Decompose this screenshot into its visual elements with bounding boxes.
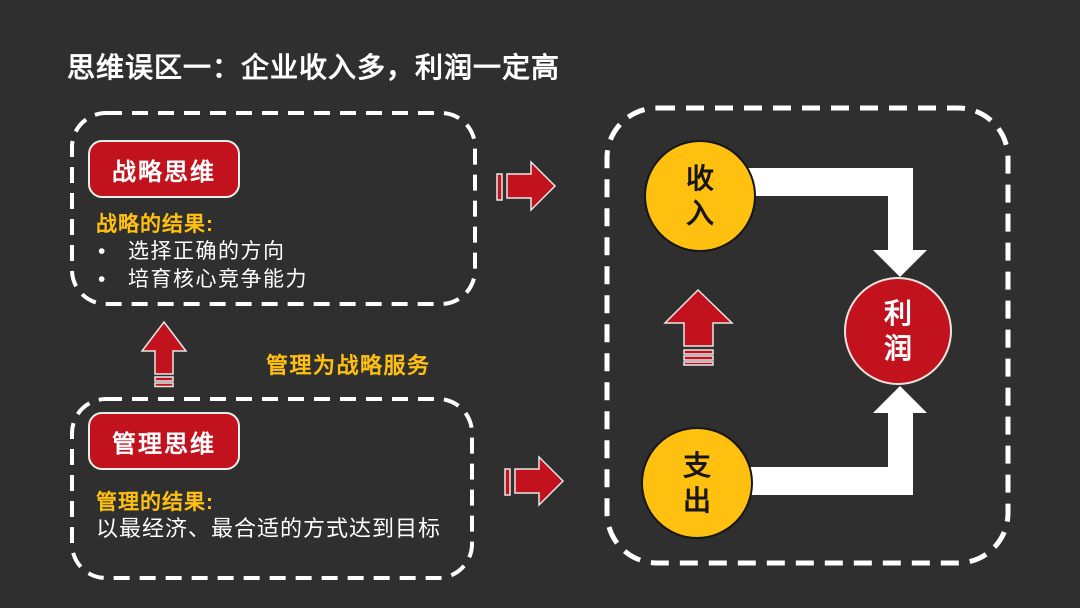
expense-label: 支出: [682, 450, 711, 516]
right-arrow-management-icon: [504, 455, 565, 507]
bullet-text: 培育核心竞争能力: [128, 268, 308, 291]
bullet-text: 选择正确的方向: [128, 240, 286, 263]
result-dashed-box: [604, 105, 1011, 566]
expense-circle-node: 支出: [641, 427, 753, 539]
management-dashed-box: [70, 397, 474, 580]
strategy-label: 战略思维: [112, 158, 216, 186]
bullet-icon: •: [98, 240, 107, 263]
list-item: • 选择正确的方向: [98, 238, 308, 266]
up-arrow-caption: 管理为战略服务: [266, 353, 431, 378]
strategy-bullet-list: • 选择正确的方向 • 培育核心竞争能力: [98, 238, 308, 294]
management-label-pill: 管理思维: [88, 412, 240, 470]
list-item: • 培育核心竞争能力: [98, 266, 308, 294]
elbow-arrow-income-to-profit-icon: [747, 168, 927, 277]
income-label: 收入: [685, 163, 714, 229]
elbow-arrow-expense-to-profit-icon: [750, 386, 927, 495]
profit-label: 利润: [883, 298, 912, 364]
right-arrow-strategy-icon: [496, 160, 557, 212]
management-result-heading: 管理的结果:: [96, 491, 214, 514]
strategy-label-pill: 战略思维: [88, 140, 240, 198]
up-arrow-expense-to-income-icon: [663, 288, 734, 366]
strategy-result-heading: 战略的结果:: [96, 213, 214, 236]
bullet-icon: •: [98, 268, 107, 291]
up-arrow-management-to-strategy-icon: [140, 320, 188, 388]
slide-title: 思维误区一：企业收入多，利润一定高: [67, 52, 561, 83]
income-circle-node: 收入: [644, 140, 756, 252]
management-result-body: 以最经济、最合适的方式达到目标: [96, 516, 442, 541]
management-label: 管理思维: [112, 430, 216, 458]
strategy-dashed-box: [70, 111, 477, 306]
profit-circle-node: 利润: [844, 277, 952, 385]
